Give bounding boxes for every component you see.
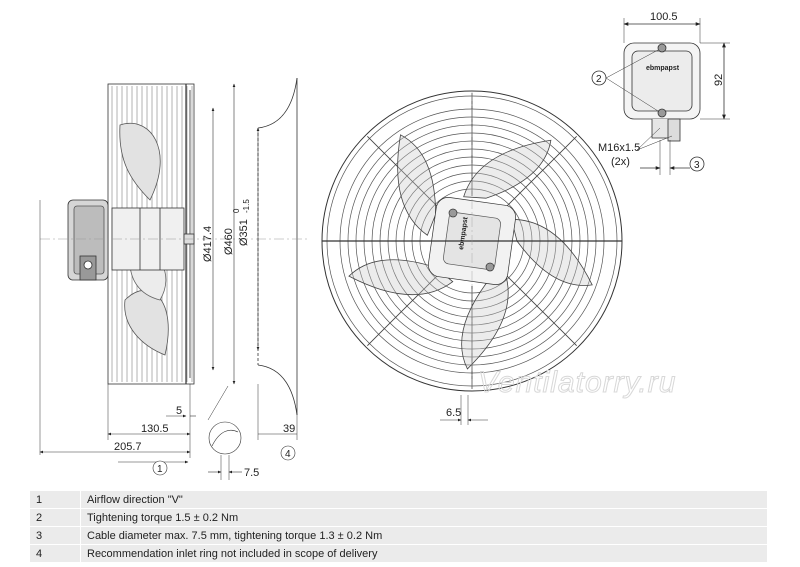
guard-spoke: [503, 136, 577, 210]
fan-blade: [463, 139, 552, 199]
note-text: Cable diameter max. 7.5 mm, tightening t…: [80, 526, 767, 545]
note-number: 3: [30, 526, 81, 545]
thread-qty-label: (2x): [611, 156, 630, 168]
front-view: [321, 90, 623, 392]
fan-drawing-svg: Ø417.4 Ø460 Ø351 0 -1.5 5 130.5 205.7 39…: [39, 11, 730, 480]
dim-205-7-label: 205.7: [114, 441, 142, 453]
terminal-brand-detail: ebmpapst: [646, 65, 680, 72]
fan-blade: [510, 219, 593, 286]
dim-6-5-label: 6.5: [446, 407, 461, 419]
dim-d351-tol-upper: 0: [232, 208, 241, 213]
terminal-box-view: [591, 18, 730, 175]
side-dimensions: [39, 83, 298, 480]
watermark: Ventilatorry.ru: [478, 366, 676, 399]
callout-4: 4: [285, 449, 291, 460]
dim-d417-label: Ø417.4: [202, 226, 214, 262]
front-dimensions: [440, 395, 488, 425]
fan-blade: [348, 259, 454, 296]
side-view: [40, 77, 310, 416]
note-number: 1: [30, 490, 81, 509]
dim-5-label: 5: [176, 405, 182, 417]
note-number: 2: [30, 508, 81, 527]
guard-spoke: [503, 272, 577, 346]
guard-spoke: [367, 136, 441, 210]
callout-3: 3: [694, 160, 700, 171]
note-text: Airflow direction "V": [80, 490, 767, 509]
callout-1: 1: [157, 464, 163, 475]
dim-d351-group: Ø351 0 -1.5: [232, 199, 251, 246]
dim-39-label: 39: [283, 423, 295, 435]
terminal-brand-front: ebmpapst: [458, 216, 470, 250]
fan-blade: [397, 134, 436, 236]
thread-label: M16x1.5: [598, 142, 640, 154]
note-text: Recommendation inlet ring not included i…: [80, 544, 767, 562]
dim-130-5-label: 130.5: [141, 423, 169, 435]
fan-blade: [461, 271, 509, 370]
dim-d351-label: Ø351: [238, 219, 250, 246]
technical-drawing: Ø417.4 Ø460 Ø351 0 -1.5 5 130.5 205.7 39…: [39, 11, 730, 480]
callout-2: 2: [596, 74, 602, 85]
dim-d351-tol-lower: -1.5: [242, 199, 251, 213]
dim-100-5-label: 100.5: [650, 11, 678, 23]
dim-92-label: 92: [713, 74, 725, 86]
note-text: Tightening torque 1.5 ± 0.2 Nm: [80, 508, 767, 527]
guard-spoke: [367, 272, 441, 346]
dim-7-5-label: 7.5: [244, 467, 259, 479]
note-number: 4: [30, 544, 81, 562]
dim-d460-label: Ø460: [223, 228, 235, 255]
